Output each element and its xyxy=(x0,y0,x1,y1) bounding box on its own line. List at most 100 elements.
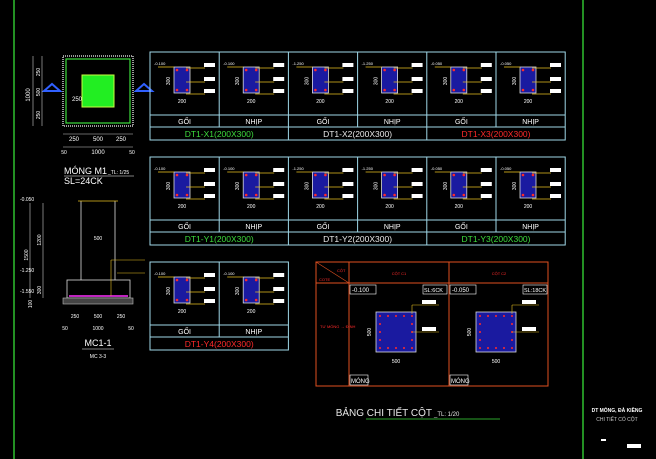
rebar-label xyxy=(273,77,285,81)
rebar-dot xyxy=(531,68,535,72)
rebar-dot xyxy=(411,347,413,349)
rebar-dot xyxy=(387,315,389,317)
rebar-label xyxy=(204,299,215,303)
column-qty: SL:6CK xyxy=(424,288,443,294)
beam-level: -0.050 xyxy=(431,166,443,171)
beam-level: -0.100 xyxy=(223,61,235,66)
rebar-dot xyxy=(479,331,481,333)
beam-section xyxy=(519,171,537,199)
rebar-label xyxy=(422,327,436,331)
span-label: NHỊP xyxy=(384,224,401,231)
beam-group-title: DT1-Y1(200X300) xyxy=(185,234,254,244)
beam-width-dim: 200 xyxy=(178,309,187,315)
footing-inner xyxy=(65,58,131,124)
span-label: NHỊP xyxy=(245,224,262,231)
rebar-dot xyxy=(403,315,405,317)
rebar-dot xyxy=(314,193,317,197)
beam-width-dim: 200 xyxy=(247,99,256,105)
beam-height-dim: 300 xyxy=(512,77,518,86)
rebar-label xyxy=(411,77,423,81)
rebar-dot xyxy=(175,278,179,282)
sec-dim-h-2: 500 xyxy=(94,314,103,320)
rebar-dot xyxy=(487,315,489,317)
rebar-dot xyxy=(511,347,513,349)
rebar-dot xyxy=(254,298,258,302)
qty-box xyxy=(522,284,548,295)
rebar-label xyxy=(550,63,561,67)
beam-width-dim: 200 xyxy=(385,204,394,210)
beam-width-dim: 200 xyxy=(455,204,464,210)
dim-v-1: 250 xyxy=(36,68,42,77)
beam-level: -0.100 xyxy=(154,166,166,171)
level-box xyxy=(349,284,377,295)
rebar-label xyxy=(411,89,423,93)
column-width-dim: 500 xyxy=(392,359,401,365)
rebar-label xyxy=(204,287,215,291)
rebar-dot xyxy=(244,298,248,302)
sec-edge-left: 50 xyxy=(62,326,68,332)
rebar-dot xyxy=(244,173,248,177)
rebar-dot xyxy=(395,315,397,317)
span-label: NHỊP xyxy=(245,329,262,336)
dim-v-total: 1000 xyxy=(26,88,32,102)
sec-dim-h-3: 250 xyxy=(117,314,126,320)
rebar-dot xyxy=(314,173,317,177)
rebar-label xyxy=(204,194,215,198)
rebar-label xyxy=(204,63,215,67)
foundation-title: MÓNG M1 xyxy=(64,166,107,176)
title-block: DT MÓNG, ĐÀ KIỀNG CHI TIẾT CỔ CỘT xyxy=(592,406,643,448)
footing-outline xyxy=(62,55,134,127)
rebar-dot xyxy=(521,88,525,92)
span-label: NHỊP xyxy=(522,224,539,231)
beam-width-dim: 200 xyxy=(247,309,256,315)
rebar-label xyxy=(550,168,561,172)
rebar-dot xyxy=(411,339,413,341)
support-label: GỐI xyxy=(317,221,330,231)
rebar-label xyxy=(342,182,354,186)
rebar-dot xyxy=(324,88,327,92)
rebar-dot xyxy=(503,347,505,349)
rebar-label xyxy=(411,63,423,67)
rebar-dot xyxy=(395,347,397,349)
rebar-label xyxy=(411,194,423,198)
beam-level: -1.250 xyxy=(292,61,304,66)
beam-height-dim: 300 xyxy=(235,77,241,86)
section-title: MC1-1 xyxy=(84,338,111,348)
section-col-width: 500 xyxy=(94,236,103,242)
dim-total: 1000 xyxy=(91,150,105,156)
beam-group-title: DT1-Y4(200X300) xyxy=(185,339,254,349)
rebar-label xyxy=(522,327,536,331)
rebar-label xyxy=(411,168,423,172)
rebar-dot xyxy=(495,347,497,349)
rebar-dot xyxy=(244,88,248,92)
rebar-dot xyxy=(479,347,481,349)
rebar-dot xyxy=(175,173,179,177)
beam-level: -0.050 xyxy=(500,61,512,66)
rebar-label xyxy=(550,77,561,81)
rebar-dot xyxy=(185,193,189,197)
dim-sec-300: 300 xyxy=(37,286,43,295)
rebar-label xyxy=(273,182,285,186)
beam-section xyxy=(519,66,537,94)
beam-level: -0.100 xyxy=(154,61,166,66)
rebar-label xyxy=(480,194,492,198)
rebar-dot xyxy=(462,193,466,197)
rebar-dot xyxy=(379,347,381,349)
rebar-label xyxy=(273,299,285,303)
column-table-scale: _TL: 1/20 xyxy=(433,412,460,418)
footer-box xyxy=(449,374,469,386)
beam-height-dim: 300 xyxy=(304,77,310,86)
rebar-dot xyxy=(531,173,535,177)
rebar-dot xyxy=(531,88,535,92)
beam-section xyxy=(381,66,399,94)
rebar-dot xyxy=(254,173,258,177)
span-label: NHỊP xyxy=(384,119,401,126)
rebar-dot xyxy=(411,323,413,325)
sec-dim-h-1: 250 xyxy=(71,314,80,320)
